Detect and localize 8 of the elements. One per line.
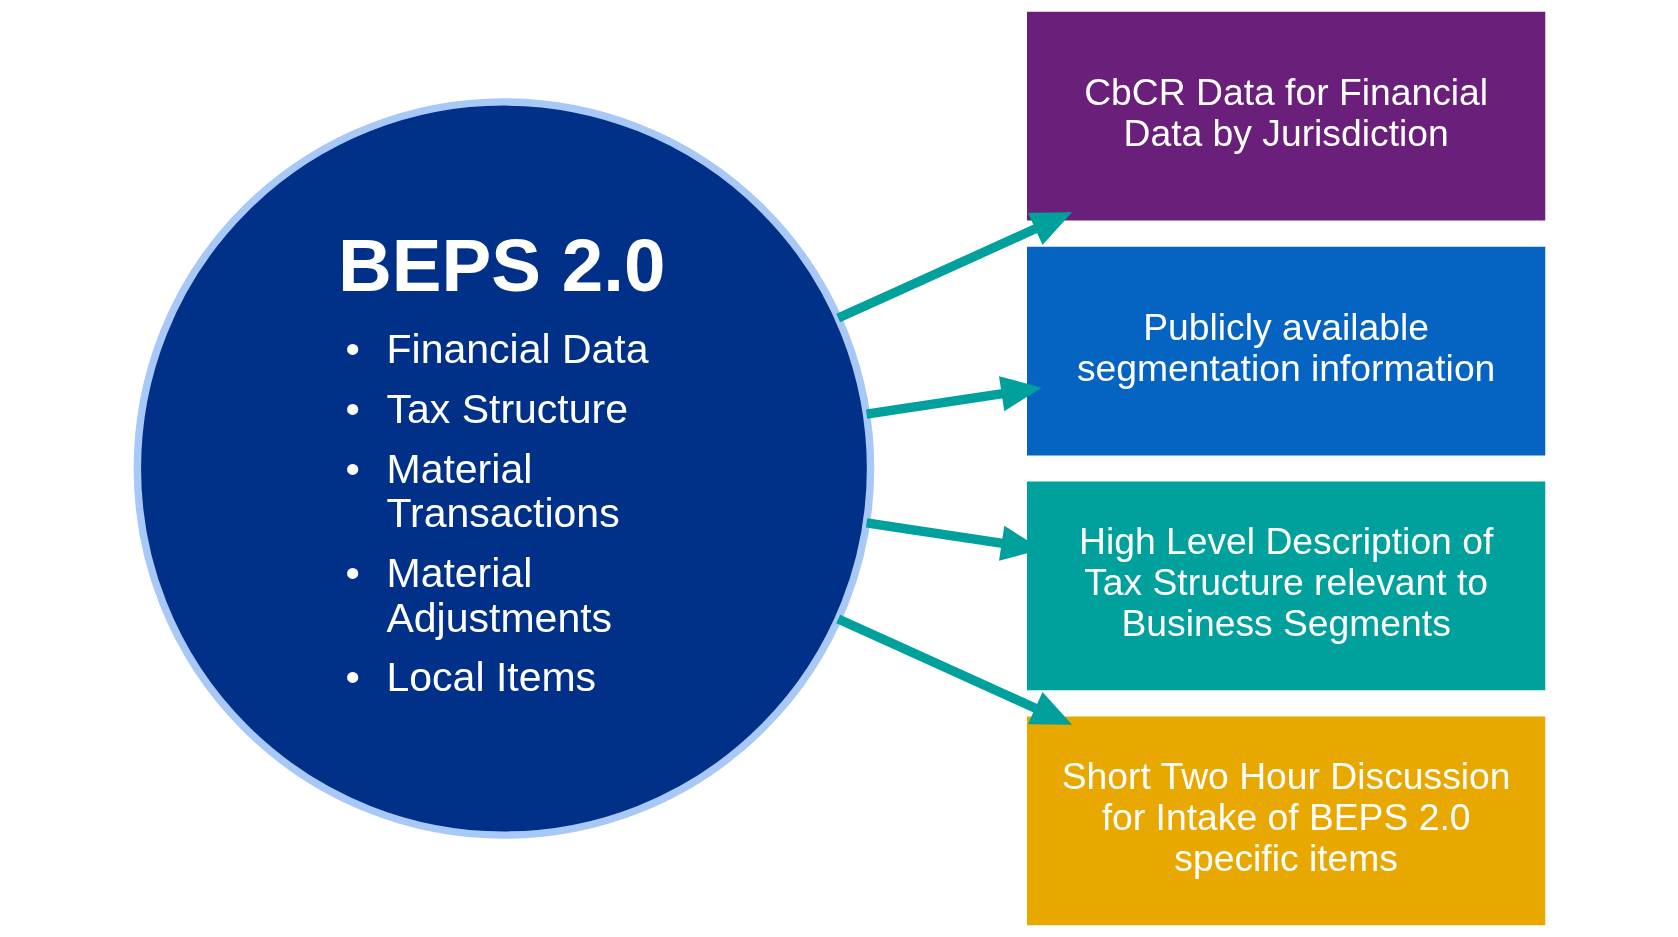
node-box: Publicly available segmentation information: [1026, 246, 1545, 456]
node-box: High Level Description of Tax Structure relevant to Business Segments: [1026, 481, 1545, 691]
node-box: CbCR Data for Financial Data by Jurisdiction: [1026, 11, 1545, 221]
node-box: Short Two Hour Discussion for Intake of BEPS 2.0 specific items: [1026, 716, 1545, 926]
arrow: [865, 376, 1042, 419]
arrow: [835, 614, 1072, 725]
arrow: [835, 212, 1072, 323]
node-circle: BEPS 2.0 • Financial Data • Tax Structure • Material Transactions • Material Adjustments • Local Items: [133, 98, 874, 839]
